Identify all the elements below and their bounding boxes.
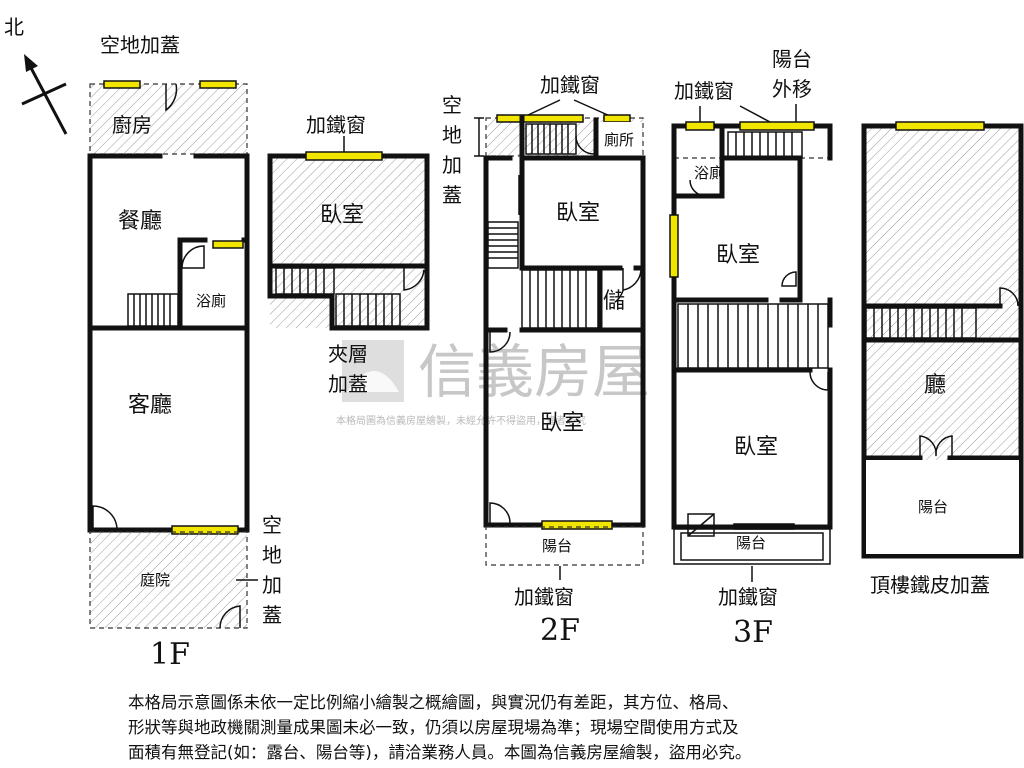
roof-floor: 廳 陽台 頂樓鐵皮加蓋 — [861, 121, 1024, 597]
mezzanine-floor: 加鐵窗 臥室 夾層 加蓋 — [267, 113, 430, 396]
disclaimer-line-3: 面積有無登記(如：露台、陽台等)，請洽業務人員。本圖為信義房屋繪製，盜用必究。 — [128, 743, 752, 762]
f2-floor-label: 2F — [540, 613, 580, 648]
f2-bedroom-top-label: 臥室 — [556, 201, 600, 226]
f3-top-window-2 — [739, 121, 815, 131]
f3-bedroom-main-door — [809, 371, 829, 391]
f1-dining-label: 餐廳 — [118, 209, 162, 234]
watermark-brand-text: 信義房屋 — [418, 338, 650, 406]
f1-kitchen-hatch — [90, 84, 247, 154]
f3-bedroom-top-label: 臥室 — [716, 243, 760, 268]
f1-bath-door — [181, 245, 205, 269]
f2-top-stairs — [525, 123, 577, 155]
mz-stairs — [275, 267, 401, 327]
f2-top-window-2 — [603, 114, 631, 123]
f2-toilet-door — [575, 135, 595, 155]
f3-floor-label: 3F — [733, 615, 773, 650]
f2-center-stairs — [521, 269, 599, 329]
f2-storage-label: 儲 — [603, 289, 625, 314]
f2-toilet-label: 廁所 — [604, 131, 634, 149]
brand-watermark: 信義房屋 本格局圖為信義房屋繪製，未經允許不得盜用，違者必究 — [336, 338, 650, 427]
f1-yard-hatch — [90, 532, 247, 628]
disclaimer-line-1: 本格局示意圖係未依一定比例縮小繪製之概繪圖，與實況仍有差距，其方位、格局、 — [128, 693, 739, 712]
f1-front-door — [92, 505, 118, 531]
f3-window-note-bottom: 加鐵窗 — [718, 585, 778, 609]
f2-side-note-4: 蓋 — [442, 183, 462, 207]
f3-bath-door — [689, 179, 707, 197]
f1-floor-label: 1F — [150, 637, 190, 672]
mz-bedroom-label: 臥室 — [320, 203, 364, 228]
f2-bedroom-door — [489, 331, 511, 353]
roof-double-door — [919, 435, 953, 458]
f1-kitchen-window-right — [199, 80, 237, 89]
f2-balcony-label: 陽台 — [542, 537, 572, 555]
f1-yard-note-2: 地 — [262, 543, 282, 567]
f1-stairs — [127, 293, 179, 327]
f1-kitchen-label: 廚房 — [112, 113, 152, 137]
watermark-fineprint: 本格局圖為信義房屋繪製，未經允許不得盜用，違者必究 — [336, 414, 586, 427]
f1-yard-label: 庭院 — [140, 571, 170, 589]
f1-roof-note: 空地加蓋 — [100, 33, 180, 57]
floor-plan-diagram: 北 信義房屋 本格局圖為信義房屋繪製，未經允許不得盜用，違者必究 空地加蓋 廚房… — [4, 15, 1024, 672]
f2-bedroom-main-label: 臥室 — [540, 411, 584, 436]
mz-note-2: 加蓋 — [328, 372, 368, 396]
f2-window-note-top: 加鐵窗 — [540, 73, 600, 97]
f3-bath-label: 浴廁 — [694, 164, 724, 182]
f2-side-note-2: 地 — [442, 123, 462, 147]
f1-living-label: 客廳 — [128, 393, 172, 418]
roof-window — [895, 121, 985, 131]
f3-balcony-label: 陽台 — [736, 534, 766, 552]
mz-door — [403, 268, 425, 291]
f3-bedroom-main-label: 臥室 — [734, 435, 778, 460]
floor-2f: 空 地 加 蓋 加鐵窗 廁所 — [442, 73, 646, 648]
f2-left-stairs — [487, 221, 519, 269]
disclaimer-text: 本格局示意圖係未依一定比例縮小繪製之概繪圖，與實況仍有差距，其方位、格局、 形狀… — [128, 690, 908, 765]
f2-top-window-1 — [496, 114, 584, 123]
roof-stairs — [865, 307, 977, 339]
mz-note-1: 夾層 — [328, 342, 368, 366]
f1-bath-window — [212, 240, 244, 249]
f2-storage-door — [622, 268, 642, 291]
brand-logo-mark — [342, 340, 404, 402]
mz-window — [305, 151, 383, 161]
f3-stairs — [677, 303, 829, 369]
mz-hatch — [270, 156, 427, 328]
floor-3f: 加鐵窗 陽台 外移 浴廁 — [669, 47, 833, 650]
roof-door — [999, 287, 1019, 307]
roof-note: 頂樓鐵皮加蓋 — [870, 573, 990, 597]
f3-top-window-1 — [685, 121, 715, 131]
roof-balcony-label: 陽台 — [918, 498, 948, 516]
f3-balcony-moved-2: 外移 — [772, 77, 812, 101]
north-compass: 北 — [4, 15, 68, 135]
f2-balcony-door — [489, 502, 511, 524]
f1-bath-label: 浴廁 — [196, 292, 226, 310]
f3-top-stairs — [727, 131, 803, 159]
f1-yard-note-3: 加 — [262, 573, 282, 597]
roof-hall-label: 廳 — [924, 373, 946, 398]
f1-kitchen-door — [165, 83, 178, 112]
compass-north-label: 北 — [4, 15, 24, 39]
floor-1f: 空地加蓋 廚房 浴廁 餐廳 客廳 庭院 空 地 — [87, 33, 282, 672]
f3-balcony-outline — [673, 528, 831, 565]
f3-balcony-moved-1: 陽台 — [772, 47, 812, 71]
disclaimer-line-2: 形狀等與地政機關測量成果圖未必一致，仍須以房屋現場為準；現場空間使用方式及 — [128, 718, 739, 737]
f3-bedroom-top-door — [781, 271, 797, 287]
f3-side-window — [669, 214, 679, 278]
f2-front-window — [541, 520, 613, 530]
f1-yard-gate — [219, 605, 241, 629]
f1-yard-note-1: 空 — [262, 513, 282, 537]
f1-yard-note-4: 蓋 — [262, 603, 282, 627]
mz-window-note: 加鐵窗 — [306, 113, 366, 137]
f1-kitchen-window-left — [103, 80, 141, 89]
f3-window-note-top: 加鐵窗 — [674, 79, 734, 103]
f2-side-note-1: 空 — [442, 93, 462, 117]
f2-side-note-3: 加 — [442, 153, 462, 177]
f2-window-note-bottom: 加鐵窗 — [514, 585, 574, 609]
f2-balcony-outline — [485, 526, 644, 566]
